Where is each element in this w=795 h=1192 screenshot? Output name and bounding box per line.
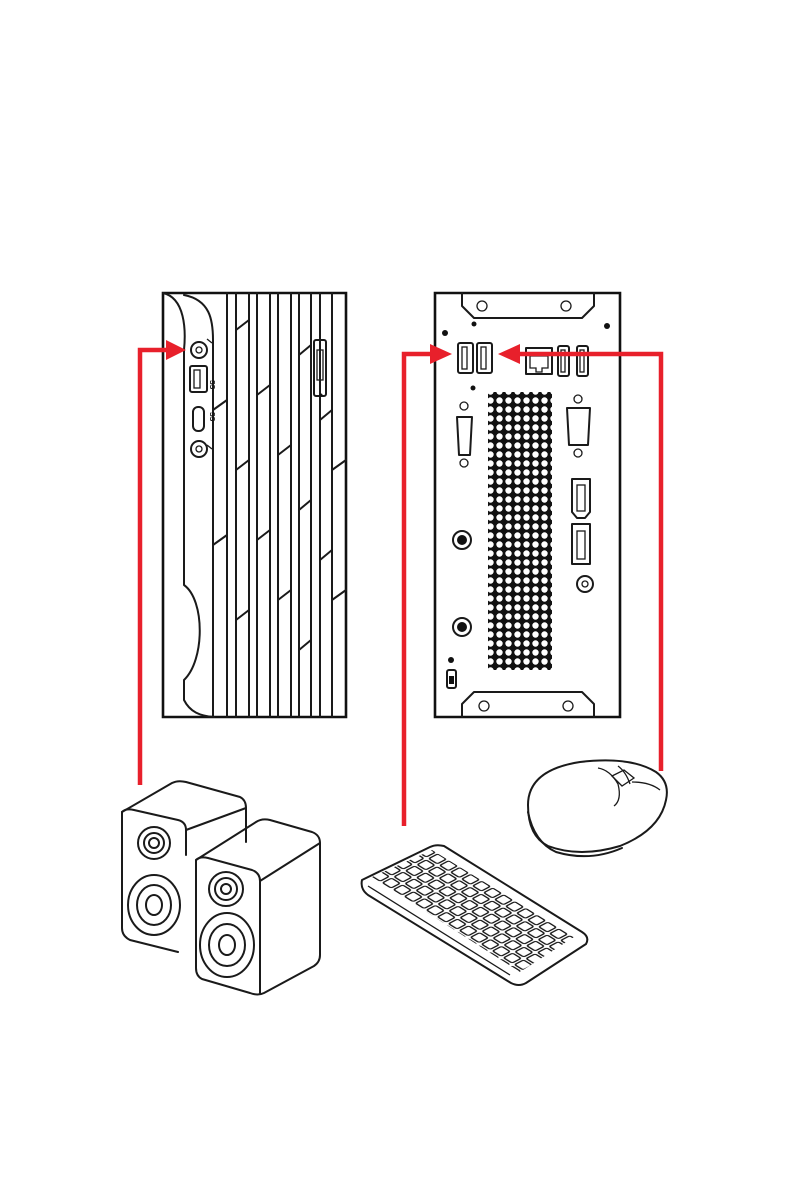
usb-a-ss-label: SS — [208, 380, 215, 390]
rear-serial-port — [457, 402, 472, 467]
pc-rear-io-panel — [435, 293, 620, 717]
rear-usb-ports-right — [558, 346, 588, 376]
mouse-arrowhead — [498, 344, 520, 364]
speakers-icon — [122, 781, 320, 994]
rear-displayport — [572, 524, 590, 564]
front-usb-c-port — [193, 407, 204, 431]
keyboard-arrowhead — [430, 344, 452, 364]
rear-hdmi-port — [572, 479, 590, 518]
rear-usb-port — [458, 343, 492, 373]
usb-c-ss-label: SS — [208, 412, 215, 422]
keyboard-icon — [360, 840, 590, 985]
keyboard-connection-line — [404, 354, 432, 826]
rear-vent-grille — [484, 392, 552, 672]
pc-front-panel: SS SS — [163, 293, 346, 717]
rear-vga-port — [567, 395, 590, 457]
mouse-icon — [528, 760, 667, 856]
rear-antenna-connectors — [453, 531, 471, 636]
front-audio-jack — [191, 342, 207, 358]
front-io-ports: SS SS — [190, 339, 215, 457]
front-mic-jack — [191, 441, 207, 457]
rear-round-connector — [577, 576, 593, 592]
